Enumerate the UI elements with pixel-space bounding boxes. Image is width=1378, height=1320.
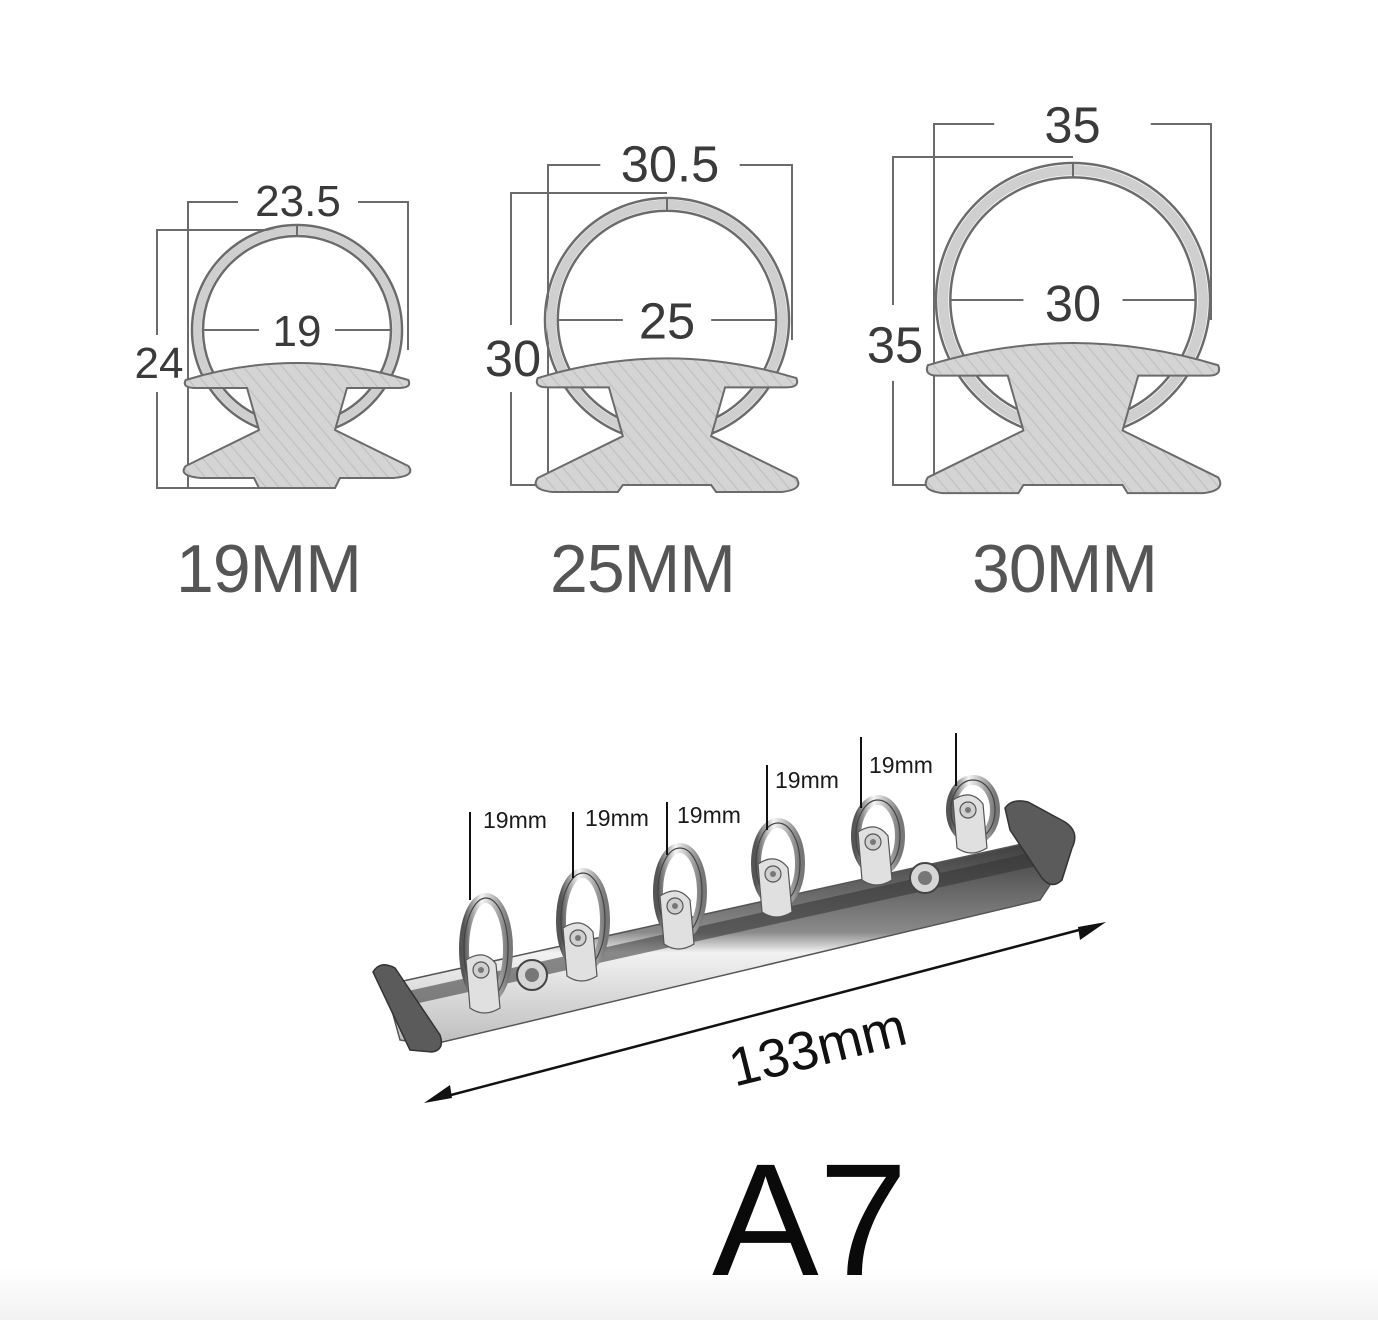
inner-diameter-value: 19 <box>273 307 322 356</box>
ring-size-label-25mm: 25MM <box>550 531 736 607</box>
inner-diameter-value: 30 <box>1045 275 1101 332</box>
height-value: 30 <box>485 330 541 387</box>
ring-section-19mm: 23.5 24 19 <box>135 177 412 489</box>
binder-ring-4 <box>751 818 805 918</box>
end-tab-right <box>1004 800 1076 886</box>
ring-section-30mm: 35 35 30 <box>867 96 1222 495</box>
length-arrow <box>424 922 1106 1103</box>
binder-ring-6 <box>946 775 1000 854</box>
binder-ring-2 <box>556 868 610 982</box>
ring-size-label-30mm: 30MM <box>972 531 1158 607</box>
ring-base <box>182 362 412 489</box>
outer-width-value: 30.5 <box>621 135 719 192</box>
binder-ring-3 <box>653 843 707 950</box>
height-value: 24 <box>135 339 184 388</box>
ring-size-label-19mm: 19MM <box>176 531 362 607</box>
binder-ring-1 <box>459 893 513 1014</box>
total-length-label: 133mm <box>723 997 912 1099</box>
outer-width-value: 35 <box>1044 96 1100 153</box>
ring-spacing-label: 19mm <box>677 802 741 828</box>
height-value: 35 <box>867 317 923 374</box>
ring-spacing-label: 19mm <box>483 807 547 833</box>
ring-cross-sections: 23.5 24 19 30.5 30 25 35 35 30 <box>135 96 1222 495</box>
ring-section-25mm: 30.5 30 25 <box>485 135 800 493</box>
ring-spacing-label: 19mm <box>869 752 933 778</box>
size-class-label: A7 <box>712 1130 908 1309</box>
ring-spacing-label: 19mm <box>775 767 839 793</box>
binder-ring-5 <box>851 795 905 886</box>
end-tab-left <box>372 964 443 1053</box>
ring-base <box>924 342 1222 495</box>
outer-width-value: 23.5 <box>255 177 341 226</box>
ring-spacing-label: 19mm <box>585 805 649 831</box>
inner-diameter-value: 25 <box>639 293 695 350</box>
ring-base <box>534 357 800 493</box>
